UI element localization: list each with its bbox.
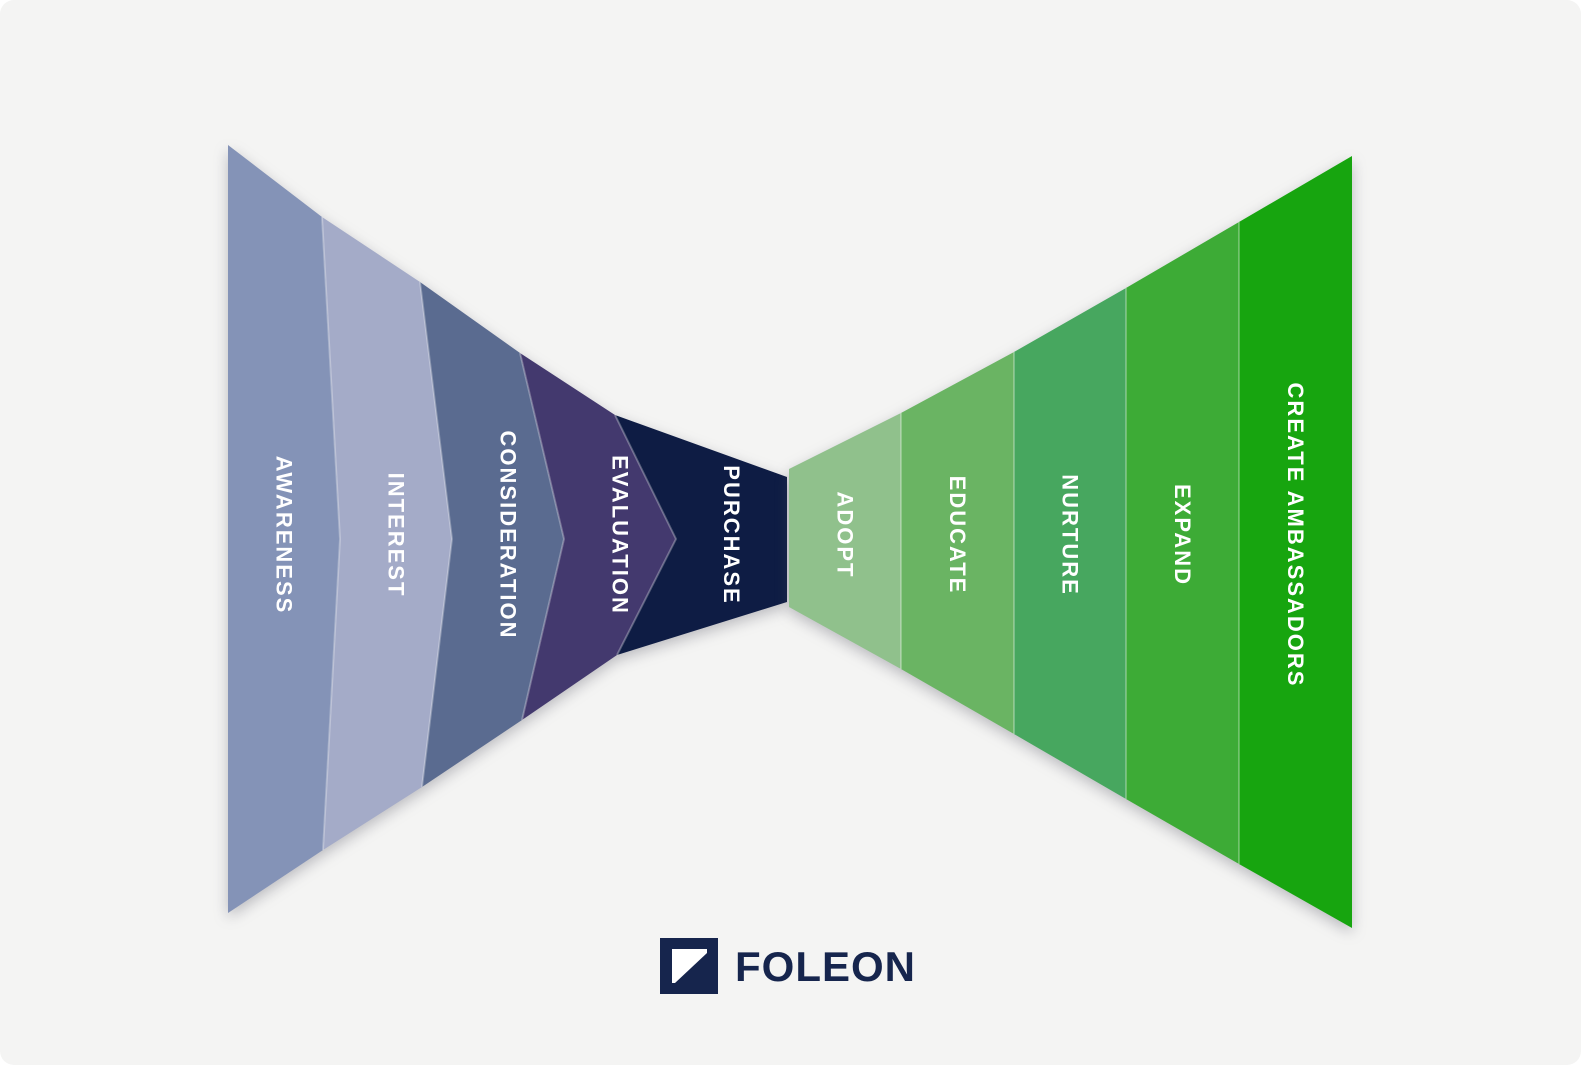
stage-label-evaluation: EVALUATION [608, 455, 633, 615]
footer-brand: FOLEON [660, 938, 916, 994]
left-funnel: AWARENESS INTEREST CONSIDERATION EVALUATION… [228, 145, 787, 913]
stage-label-consideration: CONSIDERATION [496, 431, 521, 640]
stage-label-expand: EXPAND [1170, 484, 1195, 586]
stage-divider [419, 281, 454, 788]
brand-wordmark: FOLEON [735, 943, 916, 990]
stage-label-purchase: PURCHASE [719, 465, 744, 604]
funnel-stage-educate [901, 352, 1014, 734]
foleon-logo-icon [660, 938, 718, 994]
stage-label-awareness: AWARENESS [272, 456, 297, 615]
logo-triangle [672, 949, 707, 983]
funnel-stage-adopt [789, 413, 901, 669]
stage-label-nurture: NURTURE [1058, 474, 1083, 596]
funnel-stage-evaluation [520, 353, 676, 720]
stage-label-educate: EDUCATE [945, 476, 970, 595]
funnel-stage-interest [322, 217, 452, 850]
stage-label-adopt: ADOPT [833, 492, 858, 579]
stage-divider [519, 352, 566, 721]
funnel-stage-purchase [615, 415, 787, 655]
funnel-stage-awareness [228, 145, 340, 913]
stage-divider [321, 216, 342, 851]
right-funnel: ADOPT EDUCATE NURTURE EXPAND CREATE AMBASSAD… [789, 156, 1352, 928]
funnel-stage-consideration [420, 282, 564, 787]
funnel-stage-expand [1126, 222, 1239, 864]
stage-divider [614, 414, 678, 656]
funnel-stage-create-ambassadors [1239, 156, 1352, 928]
stage-label-create-ambassadors: CREATE AMBASSADORS [1283, 383, 1308, 688]
funnel-stage-nurture [1014, 288, 1126, 799]
stage-label-interest: INTEREST [384, 473, 409, 598]
